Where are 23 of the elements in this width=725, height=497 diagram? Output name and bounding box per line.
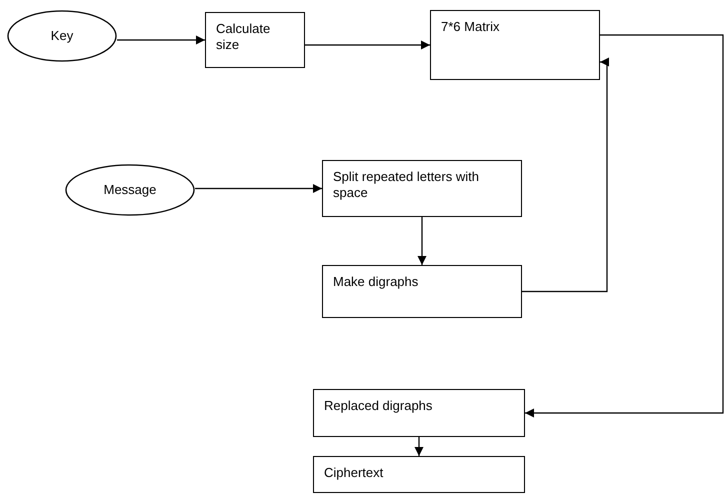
process-box (313, 456, 525, 493)
process-box (205, 12, 305, 68)
arrow (525, 34, 724, 418)
process-box (322, 265, 522, 318)
arrow (414, 437, 424, 456)
arrow (305, 40, 430, 50)
arrow (522, 58, 609, 292)
node-label: Calculate size (216, 21, 272, 53)
arrow (117, 36, 205, 44)
process-box (322, 160, 522, 217)
input-ellipse (65, 164, 195, 216)
node-label: 7*6 Matrix (441, 19, 501, 35)
arrow (418, 217, 426, 265)
input-ellipse (7, 10, 117, 62)
node-label: Message (104, 182, 156, 198)
node-label: Split repeated letters with space (333, 169, 480, 201)
node-label: Ciphertext (324, 465, 384, 481)
process-box (430, 10, 600, 80)
arrow (195, 184, 322, 193)
process-box (313, 389, 525, 437)
node-label: Key (50, 28, 74, 44)
node-label: Make digraphs (333, 274, 420, 290)
node-label: Replaced digraphs (324, 398, 434, 414)
